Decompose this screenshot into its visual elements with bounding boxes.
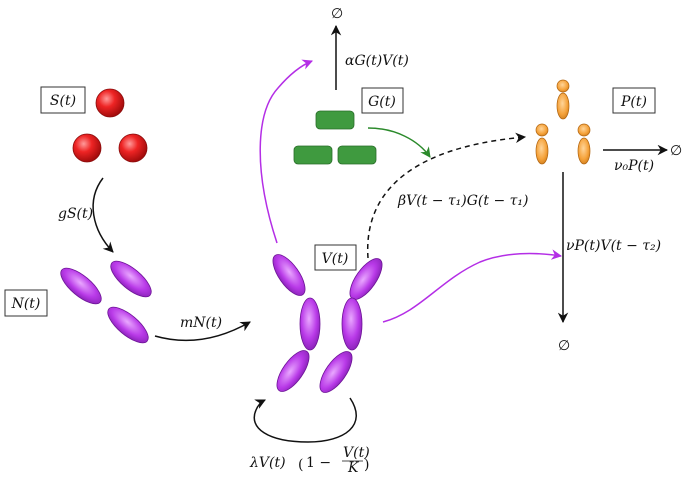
p-label: P(t) [620, 94, 647, 110]
s-compartment: S(t) [40, 86, 148, 163]
right-sink-symbol: ∅ [670, 143, 682, 159]
v-polymer-bottom-right [319, 351, 353, 393]
p-compartment: P(t) [535, 79, 656, 165]
g-block-1 [315, 110, 355, 130]
v-to-top-sink-rate: αG(t)V(t) [345, 53, 409, 69]
p-decay-rate: ν₀P(t) [614, 158, 654, 174]
p-label-box [612, 87, 656, 114]
n-label: N(t) [11, 296, 41, 312]
n-to-v-arrow [154, 321, 251, 342]
p-decay-transition: ∅ ν₀P(t) [603, 143, 682, 174]
n-monomer-1 [60, 267, 102, 305]
s-to-n-rate: gS(t) [58, 206, 93, 222]
v-logistic-fraction-den: K [347, 460, 360, 476]
v-to-p-dashed-arrow [366, 132, 527, 259]
n-compartment: N(t) [4, 260, 152, 344]
s-label: S(t) [50, 93, 76, 109]
v-to-top-sink-arrow [259, 59, 313, 244]
n-label-box [4, 289, 48, 317]
v-logistic-arrow [253, 397, 357, 443]
p-particle-3-body [577, 137, 591, 165]
p-particle-2-head [535, 123, 549, 137]
v-logistic-paren-close: ) [364, 457, 369, 473]
g-label: G(t) [368, 94, 396, 110]
v-label: V(t) [322, 251, 349, 267]
v-logistic-paren-open: ( [298, 457, 303, 473]
g-to-p-arrow [367, 127, 431, 158]
g-block-3 [337, 145, 377, 165]
s-sphere-2 [72, 133, 102, 163]
v-to-p-delayed-rate: βV(t − τ₁)G(t − τ₁) [397, 193, 528, 209]
v-polymer-mid-left [299, 297, 321, 351]
p-particle-1-body [556, 92, 570, 120]
g-block-2 [293, 145, 333, 165]
v-label-box [314, 244, 357, 271]
n-monomer-3 [107, 306, 149, 344]
v-polymer-top-left [272, 254, 306, 296]
v-logistic-prefix: λV(t) [249, 455, 286, 471]
v-logistic-one: 1 − [306, 455, 331, 471]
v-polymer-mid-right [341, 297, 363, 351]
v-polymer-bottom-left [276, 350, 310, 392]
v-logistic-loop: λV(t) ( 1 − V(t) K ) [249, 397, 370, 476]
p-to-bottom-sink-rate: νP(t)V(t − τ₂) [566, 238, 661, 254]
s-to-n-arrow [92, 177, 114, 253]
g-label-box [361, 87, 404, 114]
v-to-p-delayed-transition: βV(t − τ₁)G(t − τ₁) [366, 132, 528, 259]
n-monomer-2 [110, 260, 152, 298]
n-to-v-transition: mN(t) [154, 315, 251, 342]
v-to-p-sink-purple-arrow [382, 249, 563, 323]
p-particle-2-body [535, 137, 549, 165]
p-particle-1-head [556, 79, 570, 93]
s-to-n-transition: gS(t) [58, 177, 114, 253]
v-logistic-fraction-num: V(t) [343, 445, 370, 461]
s-sphere-3 [118, 133, 148, 163]
s-label-box [40, 86, 86, 114]
n-to-v-rate: mN(t) [180, 315, 222, 331]
s-sphere-1 [95, 88, 125, 118]
p-particle-3-head [577, 123, 591, 137]
p-to-bottom-sink-transition: ∅ νP(t)V(t − τ₂) [382, 172, 661, 354]
bottom-sink-symbol: ∅ [558, 338, 570, 354]
g-compartment: G(t) [293, 87, 404, 165]
top-sink-symbol: ∅ [331, 6, 343, 22]
v-to-top-sink-transition: ∅ αG(t)V(t) [259, 6, 409, 244]
v-compartment: V(t) [272, 244, 383, 393]
